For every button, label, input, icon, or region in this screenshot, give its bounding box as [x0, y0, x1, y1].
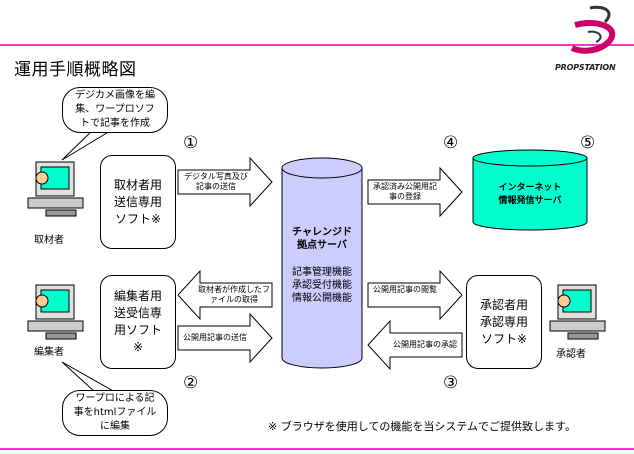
internet-cylinder — [472, 149, 588, 231]
arrow-approve-label: 公開用記事の承認 — [393, 340, 457, 349]
server-functions: 記事管理機能 承認受付機能 情報公開機能 — [284, 266, 360, 305]
server-title: チャレンジド 拠点サーバ — [284, 226, 360, 252]
bubble-bottom: ワープロによる記事をhtmlファイルに編集 — [62, 390, 168, 436]
approver-label: 承認者 — [556, 349, 586, 360]
step-4: ④ — [443, 133, 459, 153]
logo-mark — [570, 5, 616, 54]
step-1: ① — [183, 133, 199, 153]
arrow-file-get-label: 取材者が作成したファイルの取得 — [198, 285, 270, 304]
approver-computer-icon — [549, 284, 606, 340]
server-title-line2: 拠点サーバ — [297, 240, 347, 251]
bubble-top: デジカメ画像を編集、ワープロソフトで記事を作成 — [62, 87, 168, 133]
server-function-3: 情報公開機能 — [292, 293, 352, 304]
server-title-line1: チャレンジド — [292, 227, 352, 238]
approver-software-box: 承認者用承認専用ソフト※ — [466, 275, 542, 369]
internet-line1: インターネット — [498, 183, 562, 193]
arrow-public-send — [177, 312, 273, 364]
logo-text: PROPSTATION — [555, 63, 616, 72]
arrow-approve — [367, 319, 463, 371]
arrow-photo-send-label: デジタル写真及び記事の送信 — [184, 172, 248, 191]
arrow-file-get — [177, 269, 273, 321]
reporter-label: 取材者 — [34, 235, 64, 246]
arrow-photo-send — [177, 156, 273, 208]
step-2: ② — [183, 373, 199, 393]
reporter-computer-icon — [27, 161, 84, 217]
server-cylinder — [281, 157, 363, 369]
reporter-software-box: 取材者用送信専用ソフト※ — [100, 155, 176, 249]
step-5: ⑤ — [580, 133, 596, 153]
footnote: ※ ブラウザを使用しての機能を当システムでご提供致します。 — [268, 420, 576, 433]
editor-computer-icon — [27, 284, 84, 340]
arrow-register — [367, 166, 463, 218]
arrow-view-label: 公開用記事の閲覧 — [373, 285, 437, 294]
step-3: ③ — [443, 373, 459, 393]
top-divider — [0, 44, 634, 46]
internet-line2: 情報発信サーバ — [498, 196, 562, 206]
editor-software-box: 編集者用送受信専用ソフト※ — [100, 275, 176, 369]
arrow-view — [367, 269, 463, 321]
internet-server-label: インターネット 情報発信サーバ — [476, 182, 584, 208]
bottom-divider — [0, 448, 634, 450]
server-function-2: 承認受付機能 — [292, 280, 352, 291]
arrow-register-label: 承認済み公開用記事の登録 — [373, 182, 437, 201]
page-title: 運用手順概略図 — [14, 60, 137, 80]
editor-label: 編集者 — [34, 347, 64, 358]
arrow-public-send-label: 公開用記事の送信 — [183, 333, 247, 342]
server-function-1: 記事管理機能 — [292, 267, 352, 278]
